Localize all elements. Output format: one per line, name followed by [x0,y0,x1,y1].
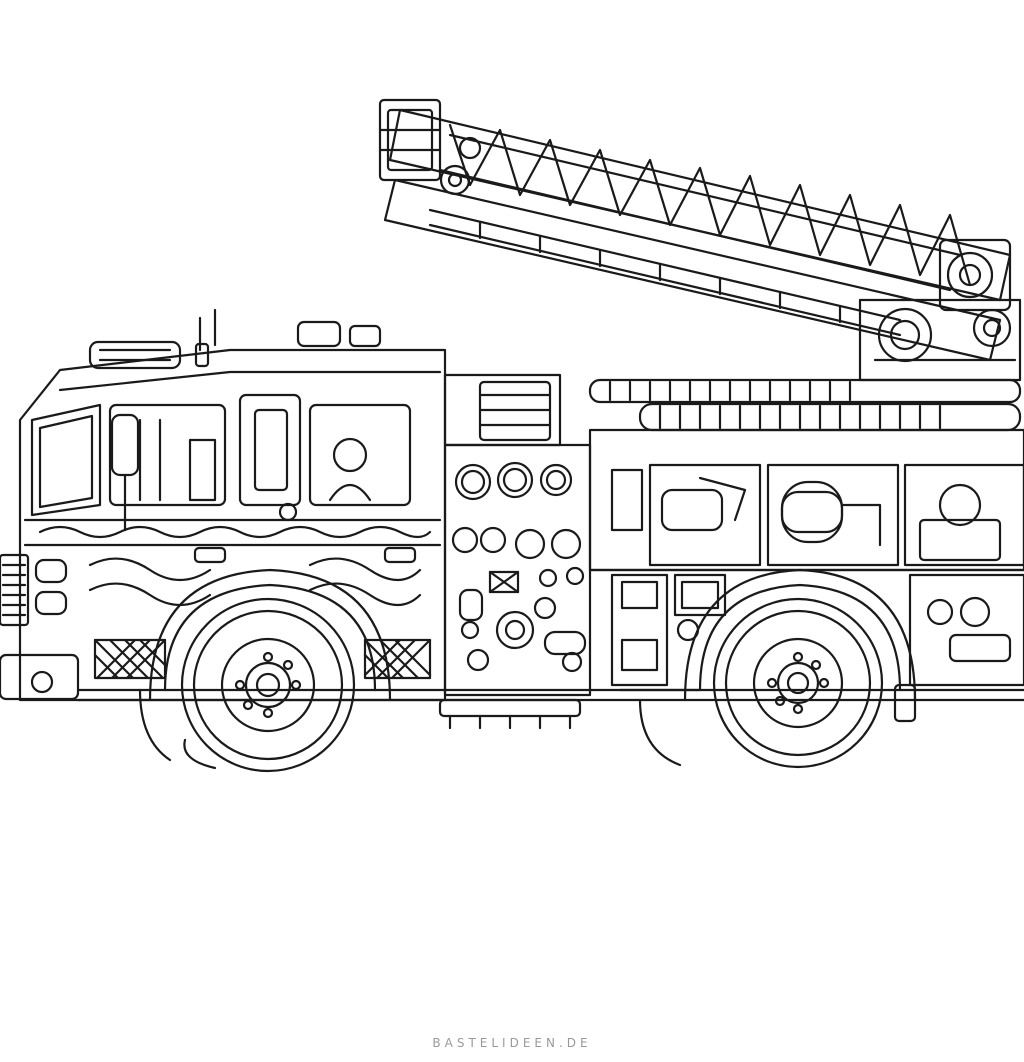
watermark-text: BASTELIDEEN.DE [432,1036,592,1050]
front-wheel [138,568,392,773]
compartments [588,428,1024,687]
cab [0,308,447,702]
pump-panel [443,373,592,697]
hose-rolls [588,378,1022,432]
aerial-ladder [378,98,1022,382]
rear-wheel [618,568,917,769]
chassis [76,683,1024,730]
